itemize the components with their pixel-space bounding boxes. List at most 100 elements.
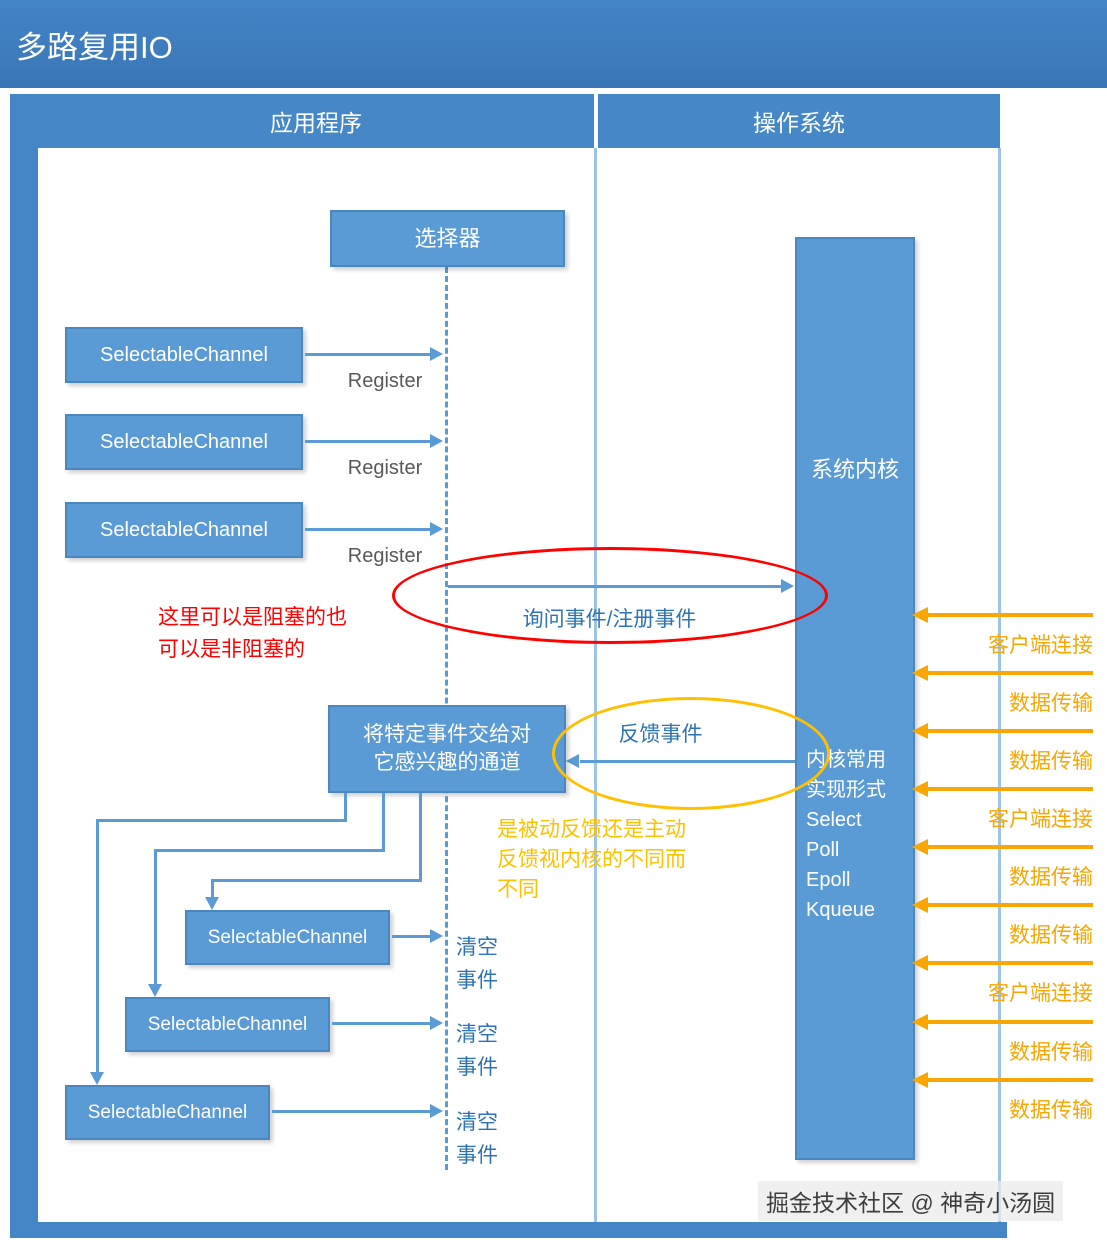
column-divider-middle: [594, 148, 597, 1222]
os-event-arrow-1-line: [928, 613, 1093, 617]
os-event-arrow-9-head-icon: [912, 1072, 928, 1088]
clear-event-label-1: 清空 事件: [456, 931, 498, 997]
selector-box: 选择器: [330, 210, 565, 267]
os-event-arrow-4-line: [928, 787, 1093, 791]
clear-event-label-1-line1: 清空: [456, 936, 498, 959]
clear-channel-label-2: SelectableChannel: [147, 1013, 308, 1035]
connector-3-drop: [419, 793, 422, 882]
register-arrow-1-head-icon: [430, 347, 443, 361]
os-event-arrow-7-head-icon: [912, 955, 928, 971]
blocking-note-line2: 可以是非阻塞的: [158, 638, 305, 661]
os-event-arrow-5-head-icon: [912, 839, 928, 855]
column-header-application-label: 应用程序: [270, 110, 362, 136]
column-divider-right: [998, 148, 1001, 1222]
dispatch-event-box-line1: 将特定事件交给对: [363, 722, 531, 746]
clear-event-label-1-line2: 事件: [456, 969, 498, 992]
os-event-label-1: 客户端连接: [988, 634, 1093, 657]
connector-1-run: [96, 819, 347, 822]
connector-2-head-icon: [148, 984, 162, 997]
clear-arrow-3-head-icon: [430, 1104, 443, 1118]
column-header-os: 操作系统: [598, 94, 1000, 148]
register-arrow-2-line: [305, 440, 432, 443]
connector-3-head-icon: [205, 897, 219, 910]
feedback-note: 是被动反馈还是主动 反馈视内核的不同而 不同: [497, 815, 686, 905]
clear-event-label-3-line2: 事件: [456, 1144, 498, 1167]
os-event-label-9: 数据传输: [1009, 1099, 1093, 1122]
selectable-channel-box-2: SelectableChannel: [65, 414, 303, 470]
clear-event-label-2-line1: 清空: [456, 1023, 498, 1046]
kernel-impl-poll: Poll: [806, 839, 840, 861]
clear-arrow-1-head-icon: [430, 929, 443, 943]
clear-arrow-2-line: [332, 1022, 430, 1025]
os-event-label-8: 数据传输: [1009, 1041, 1093, 1064]
connector-1-drop: [344, 793, 347, 822]
register-arrow-1-label: Register: [347, 370, 423, 392]
os-event-arrow-9-line: [928, 1078, 1093, 1082]
selectable-channel-label-3: SelectableChannel: [100, 518, 268, 541]
feedback-emphasis-ellipse: [552, 697, 830, 810]
register-arrow-3-label: Register: [347, 545, 423, 567]
os-event-arrow-5-line: [928, 845, 1093, 849]
os-event-label-5: 数据传输: [1009, 866, 1093, 889]
kernel-box: [795, 237, 915, 1160]
frame-bottom-border: [10, 1222, 1007, 1238]
kernel-label: 系统内核: [810, 457, 899, 482]
clear-event-label-2-line2: 事件: [456, 1056, 498, 1079]
connector-3-run: [211, 879, 422, 882]
column-header-application: 应用程序: [38, 94, 594, 148]
clear-arrow-3-line: [272, 1110, 430, 1113]
connector-1-fall: [96, 819, 99, 1072]
connector-1-head-icon: [90, 1072, 104, 1085]
clear-event-label-2: 清空 事件: [456, 1018, 498, 1084]
os-event-label-6: 数据传输: [1009, 924, 1093, 947]
register-arrow-2-head-icon: [430, 434, 443, 448]
os-event-arrow-3-line: [928, 729, 1093, 733]
os-event-arrow-4-head-icon: [912, 781, 928, 797]
feedback-note-line2: 反馈视内核的不同而: [497, 848, 686, 871]
register-arrow-1-line: [305, 353, 432, 356]
frame-left-border: [10, 94, 38, 1224]
watermark: 掘金技术社区 @ 神奇小汤圆: [758, 1181, 1064, 1221]
os-event-arrow-3-head-icon: [912, 723, 928, 739]
os-event-arrow-8-head-icon: [912, 1014, 928, 1030]
column-header-os-label: 操作系统: [753, 110, 845, 136]
register-arrow-3-head-icon: [430, 522, 443, 536]
dispatch-event-box: 将特定事件交给对 它感兴趣的通道: [328, 705, 566, 793]
connector-3-fall: [211, 879, 214, 898]
clear-arrow-1-line: [392, 935, 430, 938]
os-event-label-7: 客户端连接: [988, 982, 1093, 1005]
clear-event-label-3-line1: 清空: [456, 1111, 498, 1134]
connector-2-drop: [382, 793, 385, 852]
selectable-channel-box-3: SelectableChannel: [65, 502, 303, 558]
kernel-impl-intro-line2: 实现形式: [806, 779, 886, 801]
selector-box-label: 选择器: [414, 225, 481, 251]
selectable-channel-box-1: SelectableChannel: [65, 327, 303, 383]
feedback-note-line1: 是被动反馈还是主动: [497, 818, 686, 841]
os-event-arrow-8-line: [928, 1020, 1093, 1024]
clear-channel-box-2: SelectableChannel: [125, 997, 330, 1052]
clear-channel-label-3: SelectableChannel: [87, 1101, 248, 1123]
register-arrow-2-label: Register: [347, 457, 423, 479]
selectable-channel-label-1: SelectableChannel: [100, 343, 268, 366]
kernel-impl-kqueue: Kqueue: [806, 899, 875, 921]
feedback-note-line3: 不同: [497, 878, 539, 901]
kernel-impl-select: Select: [806, 809, 862, 831]
os-event-arrow-2-line: [928, 671, 1093, 675]
os-event-label-3: 数据传输: [1009, 750, 1093, 773]
page-title: 多路复用IO: [16, 29, 173, 65]
connector-2-run: [154, 849, 385, 852]
clear-channel-label-1: SelectableChannel: [207, 926, 368, 948]
os-event-arrow-6-head-icon: [912, 897, 928, 913]
dispatch-event-box-line2: 它感兴趣的通道: [373, 751, 521, 774]
connector-2-fall: [154, 849, 157, 985]
os-event-arrow-2-head-icon: [912, 665, 928, 681]
kernel-impl-epoll: Epoll: [806, 869, 851, 891]
clear-event-label-3: 清空 事件: [456, 1106, 498, 1172]
query-emphasis-ellipse: [392, 547, 828, 644]
os-event-arrow-1-head-icon: [912, 607, 928, 623]
register-arrow-3-line: [305, 528, 432, 531]
blocking-note: 这里可以是阻塞的也 可以是非阻塞的: [158, 602, 347, 666]
os-event-label-2: 数据传输: [1009, 692, 1093, 715]
title-bar: 多路复用IO: [0, 0, 1107, 88]
